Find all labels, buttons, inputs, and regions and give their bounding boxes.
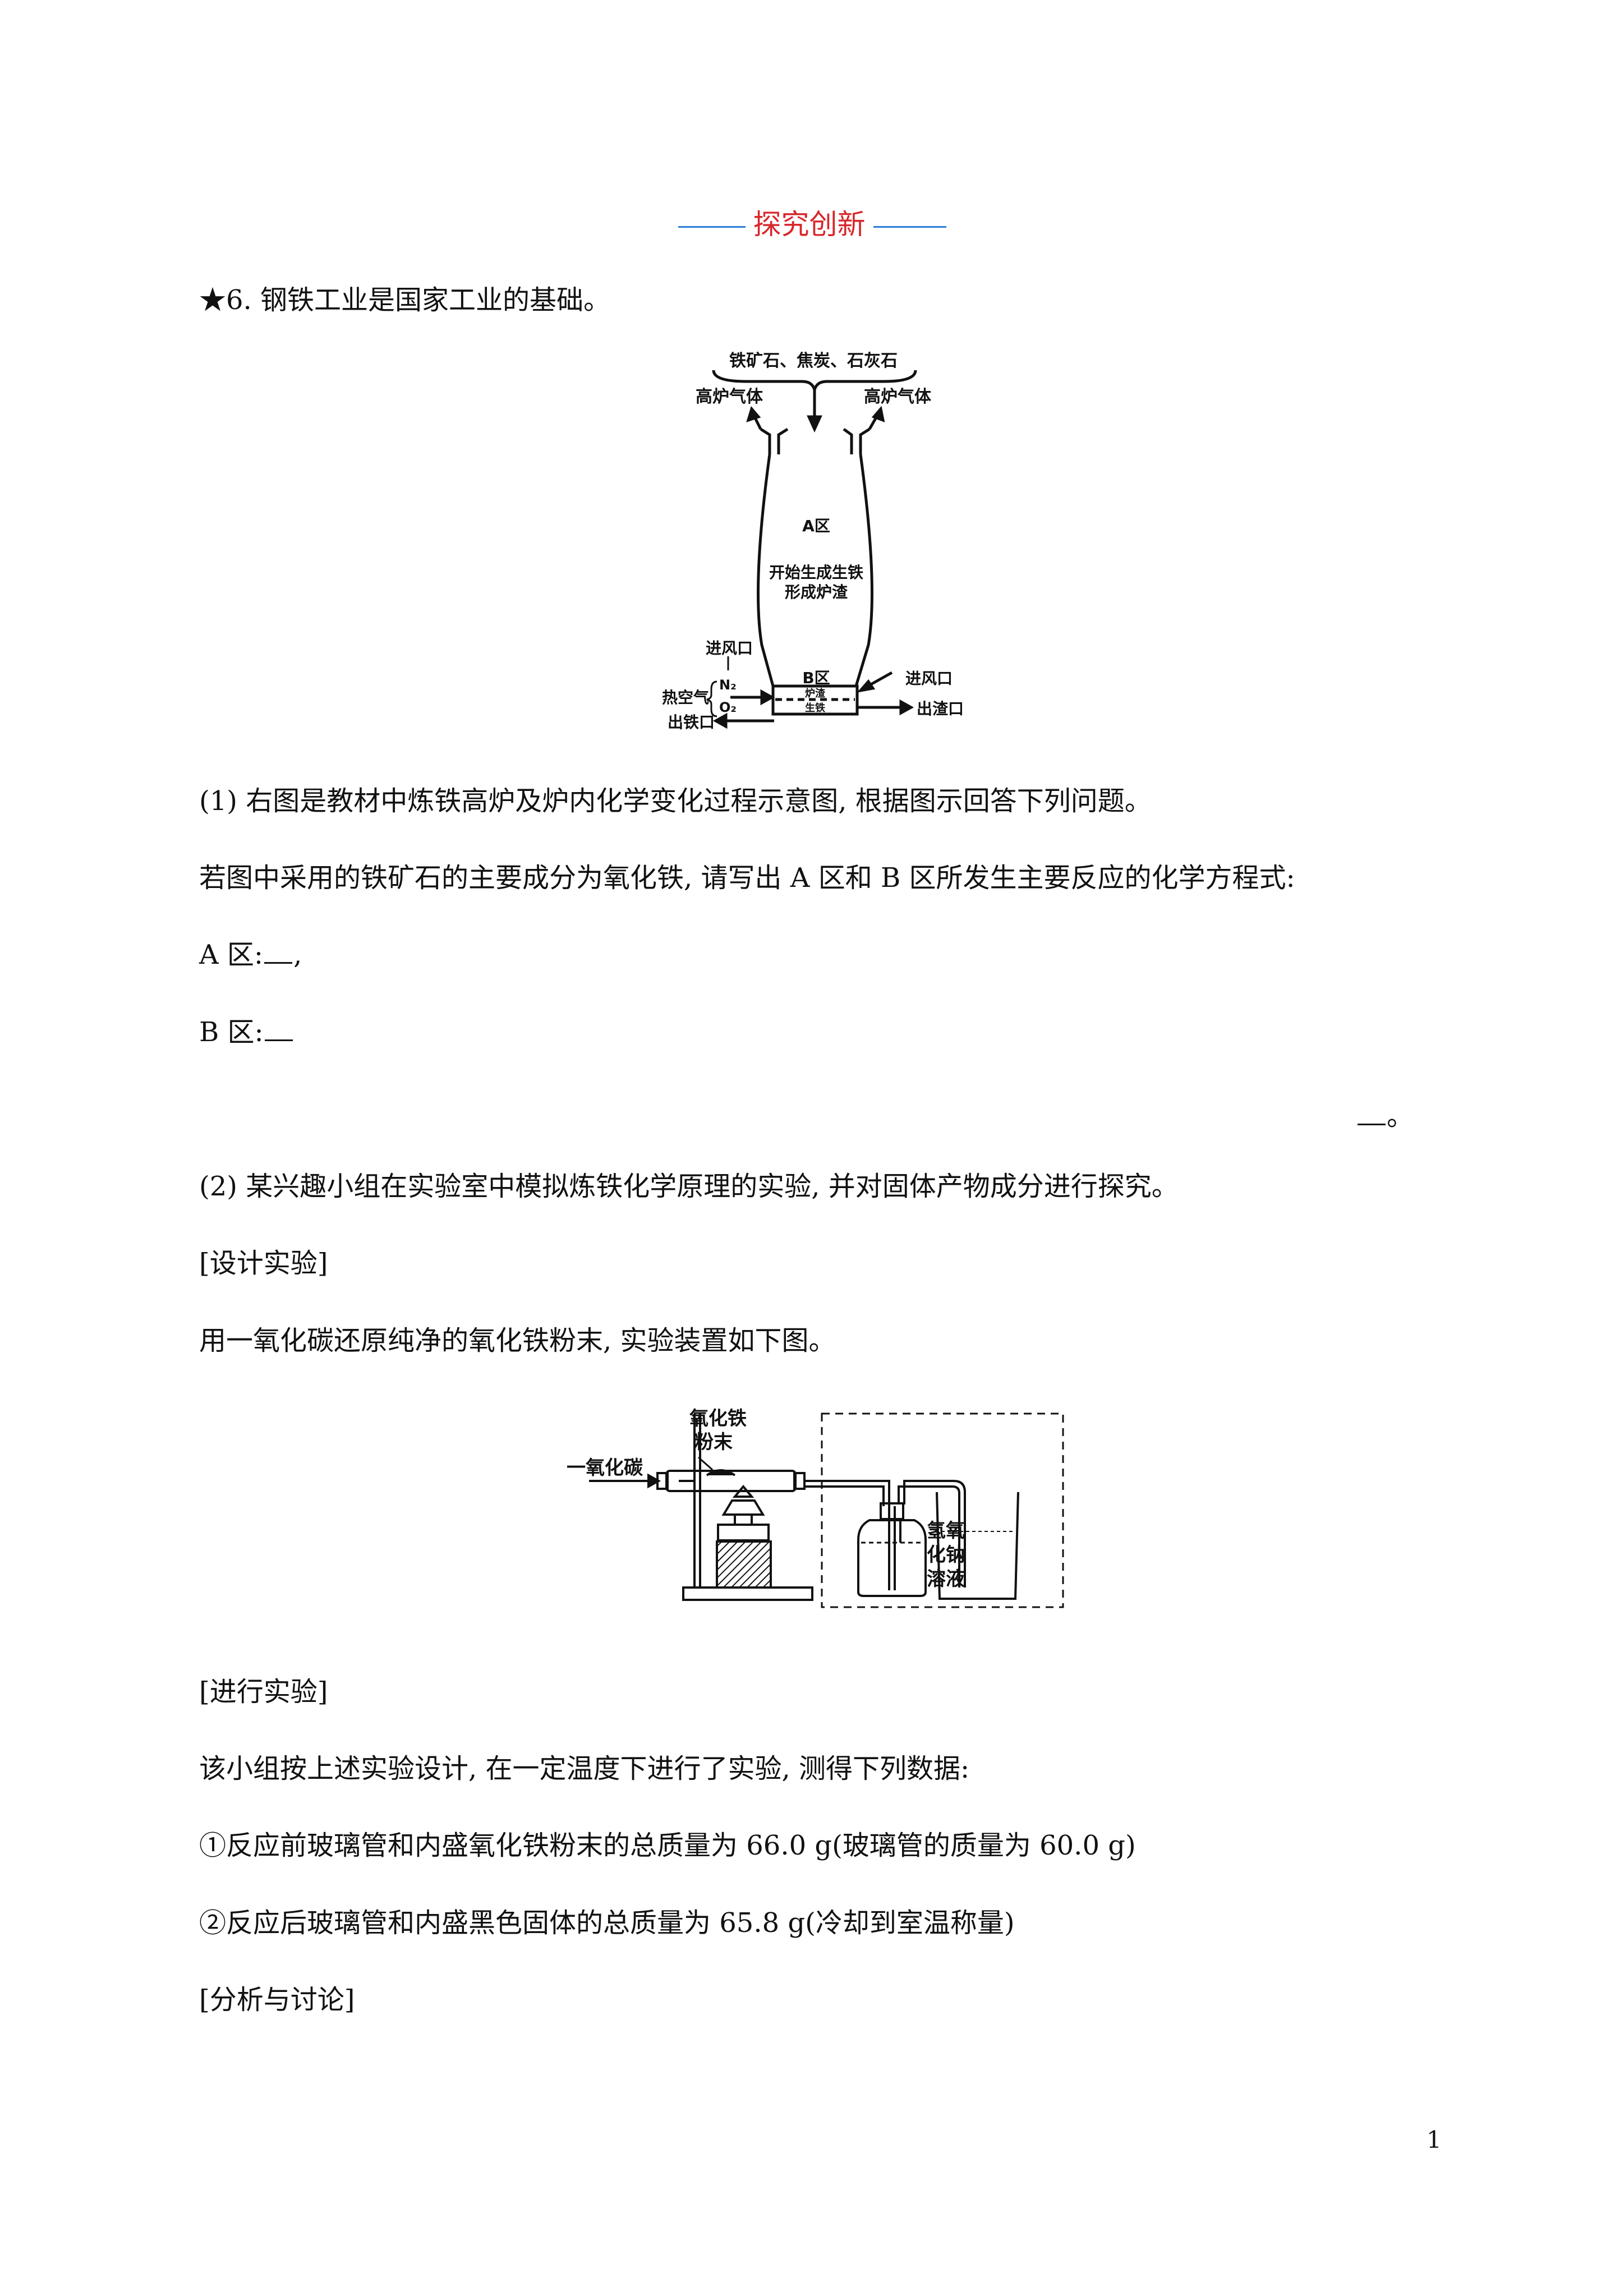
iron-layer-label: 生铁 [805,702,825,714]
fe2o3-label-1: 氧化铁 [689,1407,747,1430]
naoh-label-1: 氢氧 [927,1520,965,1542]
hot-air-label: 热空气 [662,688,709,707]
inlet-right-label: 进风口 [905,669,953,688]
analysis-heading: [分析与讨论] [199,1984,355,2016]
n2-label: N₂ [719,677,737,693]
zone-b-answer-line: B 区: [199,1015,294,1049]
zone-b-blank[interactable] [264,1017,293,1041]
ore-label: 铁矿石、焦炭、石灰石 [729,351,898,371]
design-heading: [设计实验] [199,1248,328,1279]
paragraph-3: (2) 某兴趣小组在实验室中模拟炼铁化学原理的实验, 并对固体产物成分进行探究。 [199,1171,1179,1202]
zone-b-label: B区 [802,669,830,687]
data-item-2: ②反应后玻璃管和内盛黑色固体的总质量为 65.8 g(冷却到室温称量) [199,1907,1015,1939]
inlet-left-label: 进风口 [706,639,753,657]
iron-outlet-label: 出铁口 [668,713,715,731]
section-title-text: 探究创新 [753,208,866,241]
slag-layer-label: 炉渣 [805,687,826,700]
zone-b-answer-end: 。 [1356,1099,1414,1133]
zone-b-blank-end[interactable] [1358,1101,1386,1125]
zone-a-desc-2: 形成炉渣 [785,583,848,601]
paragraph-2: 若图中采用的铁矿石的主要成分为氧化铁, 请写出 A 区和 B 区所发生主要反应的… [199,862,1295,894]
conduct-heading: [进行实验] [199,1676,328,1708]
gas-right-label: 高炉气体 [864,387,932,407]
zone-a-desc-1: 开始生成生铁 [769,563,863,582]
title-rule-left [678,226,746,228]
o2-label: O₂ [719,700,737,715]
slag-outlet-label: 出渣口 [917,700,964,718]
zone-b-prompt: B 区: [199,1016,264,1048]
section-title: 探究创新 [0,206,1624,242]
page-number: 1 [1427,2126,1442,2154]
paragraph-4: 用一氧化碳还原纯净的氧化铁粉末, 实验装置如下图。 [199,1325,836,1356]
zone-a-blank[interactable] [264,940,293,964]
zone-a-comma: , [293,939,302,970]
naoh-label-3: 溶液 [927,1568,965,1590]
blast-furnace-figure: 铁矿石、焦炭、石灰石 高炉气体 高炉气体 A区 开始生成生铁 形成炉渣 B区 进… [662,351,964,731]
question-heading: ★6. 钢铁工业是国家工业的基础。 [199,284,611,316]
period-mark: 。 [1387,1101,1414,1132]
zone-a-answer-line: A 区:, [199,938,302,972]
gas-left-label: 高炉气体 [696,387,763,407]
zone-a-label: A区 [802,517,830,535]
data-item-1: ①反应前玻璃管和内盛氧化铁粉末的总质量为 66.0 g(玻璃管的质量为 60.0… [199,1830,1136,1861]
zone-a-prompt: A 区: [199,939,264,970]
paragraph-5: 该小组按上述实验设计, 在一定温度下进行了实验, 测得下列数据: [199,1753,970,1784]
paragraph-1: (1) 右图是教材中炼铁高炉及炉内化学变化过程示意图, 根据图示回答下列问题。 [199,785,1152,817]
title-rule-right [873,226,946,228]
apparatus-figure: 一氧化碳 氧化铁 粉末 氢氧 化钠 溶液 [567,1407,1064,1608]
naoh-label-2: 化钠 [927,1544,965,1566]
co-label: 一氧化碳 [567,1457,643,1479]
fe2o3-label-2: 粉末 [694,1431,733,1453]
